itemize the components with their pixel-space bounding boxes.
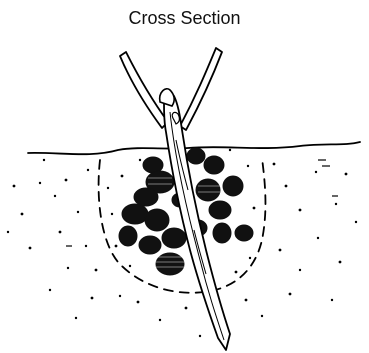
left-branch	[120, 52, 168, 128]
cutting-bud	[160, 89, 174, 106]
cutting-stem	[164, 94, 230, 350]
right-branch	[180, 48, 222, 130]
